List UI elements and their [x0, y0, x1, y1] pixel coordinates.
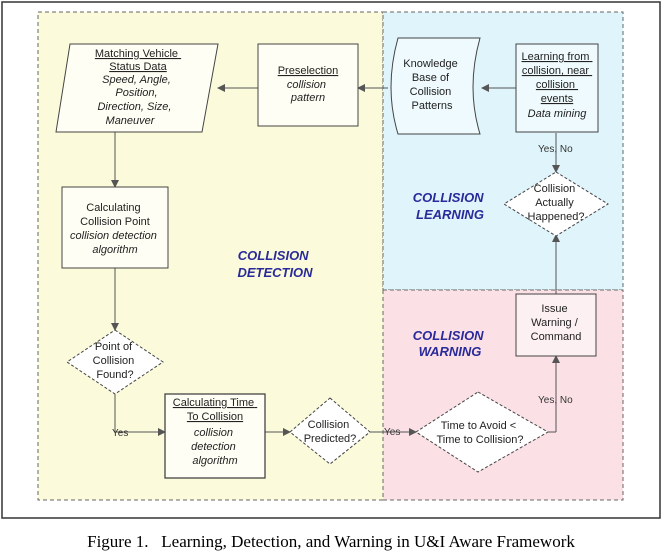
calc-point-title: Calculating Collision Point: [80, 202, 150, 228]
issue-warning-node: [515, 293, 597, 357]
calc-time-body-line: collision: [194, 427, 233, 439]
knowledge-body-line: Collision: [410, 86, 452, 98]
actually-body: Collision Actually Happened?: [528, 183, 585, 223]
warning-region-label: COLLISION WARNING: [413, 328, 487, 359]
calc-point-body-line: collision detection: [70, 230, 157, 242]
point-found-body: Point of Collision Found?: [93, 341, 138, 381]
learning-title-line: collision: [536, 79, 575, 91]
issue-body: Issue Warning / Command: [531, 303, 582, 343]
matching-body: Speed, Angle, Position, Direction, Size,…: [97, 74, 174, 127]
time-avoid-line: Time to Avoid <: [441, 420, 517, 432]
issue-line: Warning /: [531, 317, 579, 329]
detection-label-line: COLLISION: [238, 248, 309, 263]
actually-line: Collision: [534, 183, 576, 195]
predicted-line: Collision: [308, 419, 350, 431]
point-found-line: Collision: [93, 355, 135, 367]
detection-label-line: DETECTION: [237, 265, 313, 280]
time-avoid-line: Time to Collision?: [436, 434, 523, 446]
knowledge-body: Knowledge Base of Collision Patterns: [403, 58, 461, 112]
knowledge-base-node: [390, 37, 481, 135]
knowledge-body-line: Base of: [412, 72, 450, 84]
knowledge-body-line: Patterns: [412, 100, 453, 112]
learning-title: Learning from collision, near collision …: [522, 51, 593, 105]
point-found-line: Found?: [96, 369, 133, 381]
preselection-body-line: collision: [287, 79, 326, 91]
edge-label-yesno-top: Yes, No: [538, 144, 573, 155]
matching-vehicle-node: [55, 43, 219, 133]
issue-line: Issue: [541, 303, 567, 315]
matching-title-line: Status Data: [109, 61, 167, 73]
calc-time-body-line: algorithm: [192, 455, 237, 467]
learning-label-line: LEARNING: [416, 207, 484, 222]
predicted-decision: [289, 397, 371, 465]
matching-title-line: Matching Vehicle: [95, 48, 178, 60]
predicted-body: Collision Predicted?: [304, 419, 357, 445]
matching-body-line: Position,: [115, 87, 157, 99]
matching-body-line: Direction, Size,: [97, 101, 171, 113]
preselection-body: collision pattern: [287, 79, 329, 104]
preselection-node: [257, 43, 359, 127]
learning-label-line: COLLISION: [413, 190, 484, 205]
calc-point-body: collision detection algorithm: [70, 230, 160, 256]
calc-point-title-line: Collision Point: [80, 216, 150, 228]
edges: [111, 84, 560, 436]
calc-collision-point-node: [61, 186, 169, 269]
figure-caption: Figure 1. Learning, Detection, and Warni…: [87, 532, 575, 551]
time-avoid-body: Time to Avoid < Time to Collision?: [436, 420, 523, 446]
learning-title-line: events: [541, 93, 574, 105]
edge-label-yes-left: Yes: [112, 428, 128, 439]
edge-label-yesno-bottom: Yes, No: [538, 395, 573, 406]
calc-time-title-line: Calculating Time: [173, 397, 254, 409]
issue-line: Command: [531, 331, 582, 343]
calc-point-body-line: algorithm: [92, 244, 137, 256]
point-found-decision: [66, 329, 164, 395]
knowledge-body-line: Knowledge: [403, 58, 457, 70]
warning-label-line: COLLISION: [413, 328, 484, 343]
predicted-line: Predicted?: [304, 433, 357, 445]
calc-time-title: Calculating Time To Collision: [173, 397, 257, 423]
learning-body: Data mining: [528, 108, 588, 120]
actually-line: Actually: [535, 197, 574, 209]
warning-label-line: WARNING: [419, 344, 482, 359]
preselection-body-line: pattern: [290, 92, 325, 104]
matching-body-line: Maneuver: [106, 115, 156, 127]
learning-title-line: Learning from: [522, 51, 590, 63]
learning-region-label: COLLISION LEARNING: [413, 190, 487, 222]
learning-title-line: collision, near: [522, 65, 590, 77]
edge-found-to-calc-time: [114, 394, 166, 436]
calc-time-body-line: detection: [191, 441, 236, 453]
matching-title: Matching Vehicle Status Data: [95, 48, 181, 73]
preselection-title: Preselection: [278, 65, 339, 77]
edge-label-yes-right: Yes: [384, 427, 400, 438]
calc-time-title-line: To Collision: [187, 411, 243, 423]
calc-time-node: [164, 393, 266, 479]
calc-point-title-line: Calculating: [86, 202, 140, 214]
actually-happened-decision: [503, 171, 609, 237]
learning-from-collision-node: [515, 43, 599, 133]
point-found-line: Point of: [95, 341, 133, 353]
detection-region-label: COLLISION DETECTION: [237, 248, 313, 280]
time-avoid-decision: [415, 391, 550, 473]
calc-time-body: collision detection algorithm: [191, 427, 239, 467]
matching-body-line: Speed, Angle,: [102, 74, 171, 86]
actually-line: Happened?: [528, 211, 585, 223]
